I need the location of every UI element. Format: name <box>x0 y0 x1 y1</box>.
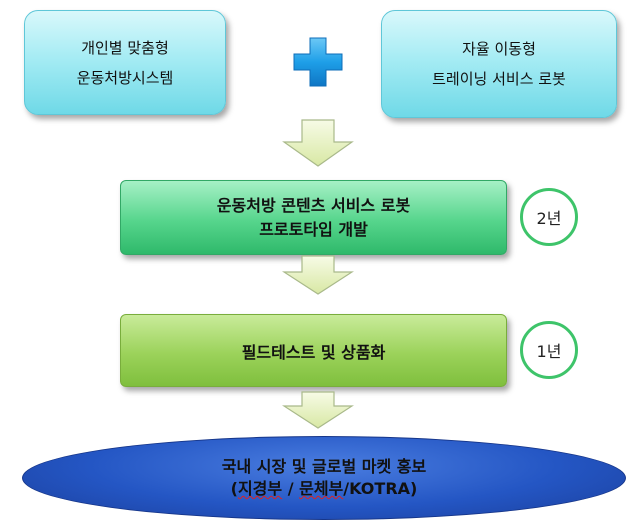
promotion-separator: / <box>282 479 300 498</box>
personalized-exercise-system-box: 개인별 맞춤형 운동처방시스템 <box>24 10 226 115</box>
duration-badge-prototype: 2년 <box>520 188 578 246</box>
top-right-line2: 트레이닝 서비스 로봇 <box>432 70 566 88</box>
promotion-ministry-b: 문체부 <box>299 479 344 498</box>
promotion-line2: (지경부 / 문체부/KOTRA) <box>231 478 418 500</box>
duration-badge-field-test: 1년 <box>520 321 578 379</box>
promotion-kotra: /KOTRA) <box>343 479 418 498</box>
field-test-duration: 1년 <box>536 342 562 361</box>
prototype-line1: 운동처방 콘텐츠 서비스 로봇 <box>216 195 411 215</box>
prototype-line2: 프로토타입 개발 <box>259 219 368 239</box>
down-arrow-icon <box>282 391 354 429</box>
field-test-label: 필드테스트 및 상품화 <box>241 342 386 362</box>
promotion-line1: 국내 시장 및 글로벌 마켓 홍보 <box>221 457 427 476</box>
plus-icon <box>293 37 343 87</box>
top-left-line2: 운동처방시스템 <box>76 68 174 87</box>
market-promotion-ellipse: 국내 시장 및 글로벌 마켓 홍보 (지경부 / 문체부/KOTRA) <box>22 436 626 520</box>
autonomous-training-robot-box: 자율 이동형 트레이닝 서비스 로봇 <box>381 10 617 118</box>
down-arrow-icon <box>282 119 354 167</box>
prototype-duration: 2년 <box>536 209 562 228</box>
prototype-development-box: 운동처방 콘텐츠 서비스 로봇 프로토타입 개발 <box>120 180 507 255</box>
down-arrow-icon <box>282 255 354 295</box>
top-left-line1: 개인별 맞춤형 <box>81 38 169 57</box>
top-right-line1: 자율 이동형 <box>462 40 536 58</box>
promotion-ministry-a: 지경부 <box>237 479 283 498</box>
field-test-box: 필드테스트 및 상품화 <box>120 314 507 387</box>
promotion-open-paren: ( <box>230 479 238 498</box>
